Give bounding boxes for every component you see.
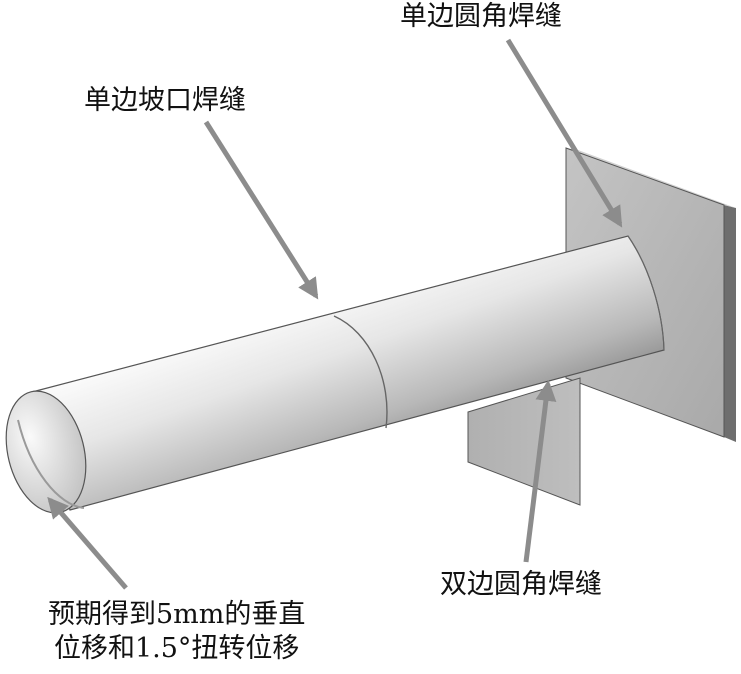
load-label-line1: 预期得到5mm的垂直 bbox=[48, 599, 306, 630]
single-bevel-weld-label: 单边坡口焊缝 bbox=[84, 85, 246, 116]
double-fillet-weld-label: 双边圆角焊缝 bbox=[440, 569, 602, 600]
pipe-end-cap bbox=[627, 235, 665, 351]
arrow-load bbox=[47, 496, 128, 590]
pipe bbox=[5, 235, 665, 514]
arrow-double-fillet bbox=[523, 379, 557, 563]
end-plate-edge bbox=[724, 205, 736, 442]
arrow-single-bevel bbox=[203, 120, 319, 300]
load-label: 预期得到5mm的垂直 位移和1.5°扭转位移 bbox=[48, 598, 305, 666]
girth-weld-seam bbox=[333, 315, 388, 429]
load-label-line2: 位移和1.5°扭转位移 bbox=[53, 633, 300, 664]
arrow-single-fillet bbox=[505, 38, 623, 228]
pipe-inner-shadow bbox=[17, 419, 85, 509]
single-fillet-weld-label: 单边圆角焊缝 bbox=[400, 1, 562, 32]
